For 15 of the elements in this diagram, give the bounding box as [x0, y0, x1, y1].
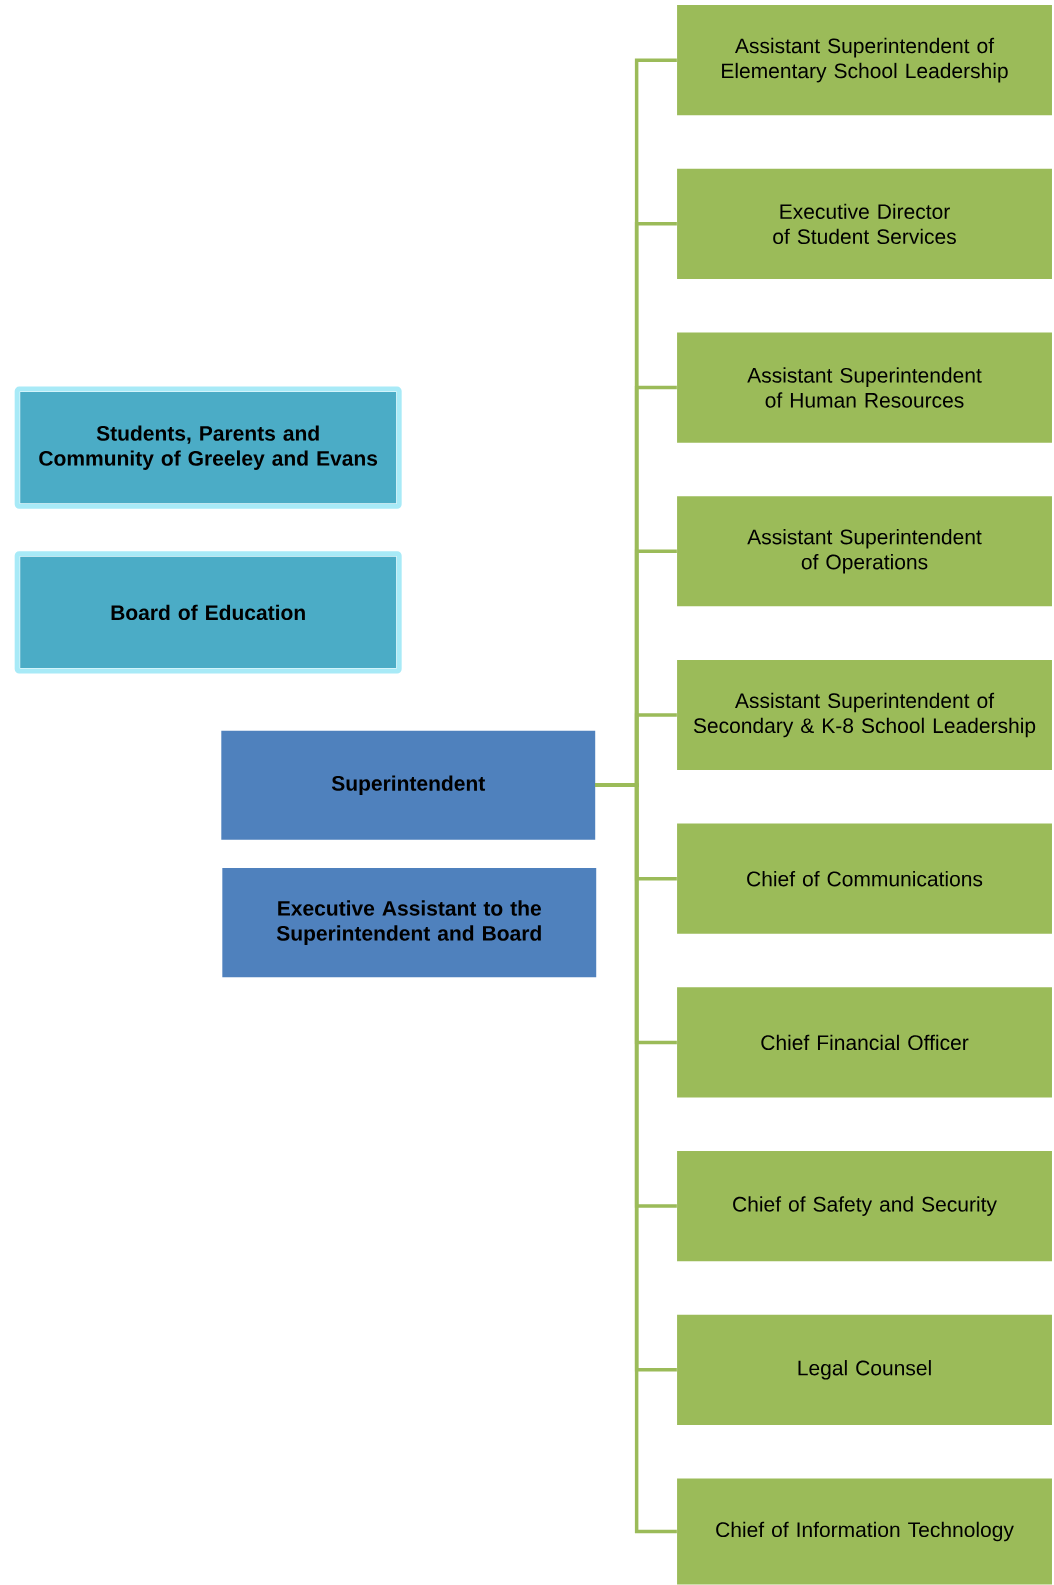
department-box: Legal Counsel	[677, 1314, 1052, 1425]
department-box: Assistant Superintendent of Elementary School Leadership	[677, 5, 1052, 116]
department-box: Executive Director of Student Services	[677, 168, 1052, 279]
department-box: Chief of Safety and Security	[677, 1151, 1052, 1262]
department-box: Chief Financial Officer	[677, 987, 1052, 1098]
connector-line	[595, 783, 677, 1534]
department-box: Assistant Superintendent of Operations	[677, 496, 1052, 607]
department-box: Chief of Communications	[677, 823, 1052, 934]
department-box: Chief of Information Technology	[677, 1478, 1052, 1585]
superintendent-box: Superintendent	[221, 730, 596, 840]
superintendent-box: Executive Assistant to the Superintendent and Board	[222, 868, 597, 978]
stakeholder-box: Board of Education	[14, 551, 402, 674]
department-box: Assistant Superintendent of Secondary & K-8 School Leadership	[677, 659, 1052, 771]
department-box: Assistant Superintendent of Human Resources	[677, 332, 1052, 443]
stakeholder-box: Students, Parents and Community of Greeley and Evans	[14, 386, 402, 509]
